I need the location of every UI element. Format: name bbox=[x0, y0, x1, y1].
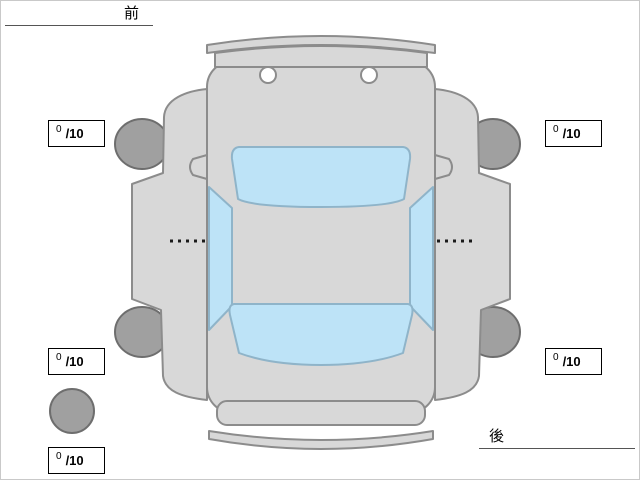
tread-score-box-spare: 0/10 bbox=[48, 447, 105, 474]
tread-score-denominator: /10 bbox=[65, 453, 84, 468]
rear-lower-bumper bbox=[208, 430, 434, 450]
tread-score-value: 0 bbox=[553, 124, 559, 135]
tread-score-denominator: /10 bbox=[65, 354, 84, 369]
tread-score-box-rear-right: 0/10 bbox=[545, 348, 602, 375]
tread-score-denominator: /10 bbox=[562, 126, 581, 141]
right-side-panel bbox=[434, 88, 511, 401]
spare-tire bbox=[49, 388, 95, 434]
left-mirror bbox=[189, 154, 208, 180]
front-label: 前 bbox=[5, 4, 153, 26]
rear-window bbox=[228, 303, 414, 366]
left-side-panel bbox=[131, 88, 208, 401]
tread-score-box-front-left: 0/10 bbox=[48, 120, 105, 147]
right-side-window bbox=[409, 186, 434, 331]
rear-label: 後 bbox=[479, 427, 635, 449]
hood-detail-left bbox=[259, 66, 277, 84]
tread-score-box-rear-left: 0/10 bbox=[48, 348, 105, 375]
tread-score-box-front-right: 0/10 bbox=[545, 120, 602, 147]
tread-score-value: 0 bbox=[56, 124, 62, 135]
tire-front-left bbox=[114, 118, 170, 170]
tread-score-value: 0 bbox=[553, 352, 559, 363]
left-side-window bbox=[208, 186, 233, 331]
front-label-text: 前 bbox=[123, 5, 139, 22]
tread-score-denominator: /10 bbox=[65, 126, 84, 141]
rear-bumper bbox=[216, 400, 426, 426]
right-mirror bbox=[434, 154, 453, 180]
windshield bbox=[230, 146, 412, 208]
front-bumper bbox=[214, 45, 428, 68]
tread-score-denominator: /10 bbox=[562, 354, 581, 369]
tread-score-value: 0 bbox=[56, 451, 62, 462]
tread-score-value: 0 bbox=[56, 352, 62, 363]
rear-label-text: 後 bbox=[489, 428, 505, 445]
hood-detail-right bbox=[360, 66, 378, 84]
